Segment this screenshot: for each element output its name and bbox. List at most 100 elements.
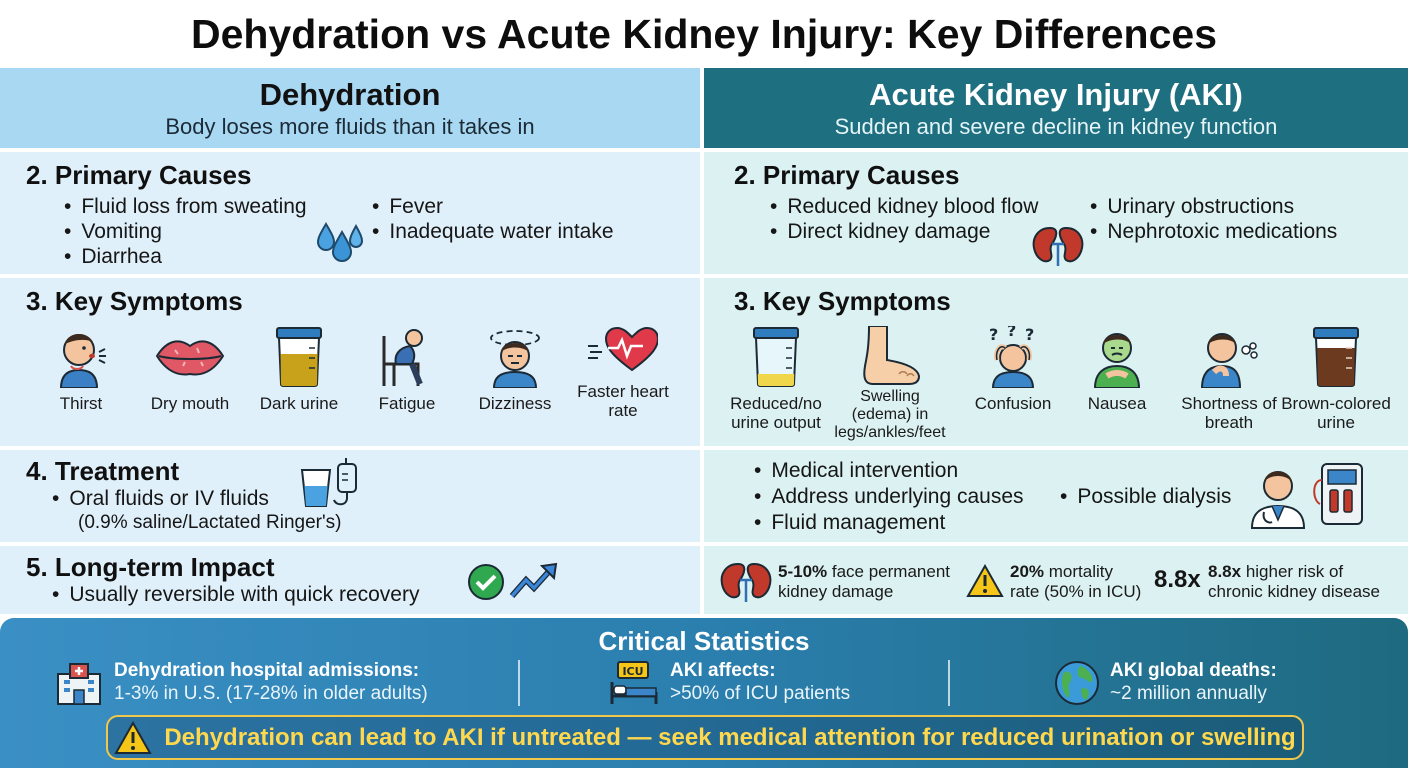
aki-treatment-list-1: Medical intervention Address underlying … <box>754 458 1024 536</box>
symptom-dry-mouth: Dry mouth <box>135 326 245 413</box>
aki-symptoms-title: 3. Key Symptoms <box>734 286 951 316</box>
thirst-icon <box>59 333 106 388</box>
aki-impact-mortality: 20% mortality rate (50% in ICU) <box>1010 562 1141 602</box>
stat-bold: 8.8x <box>1208 562 1242 581</box>
symptom-swelling: Swelling (edema) in legs/ankles/feet <box>834 326 946 442</box>
symptom-label: Confusion <box>974 394 1052 413</box>
dehydration-treatment-list: Oral fluids or IV fluids <box>52 486 269 511</box>
globe-icon <box>1055 661 1099 705</box>
list-item: Reduced kidney blood flow <box>770 194 1038 219</box>
symptom-breath: Shortness of breath <box>1174 326 1284 432</box>
hospital-icon <box>57 663 101 705</box>
nausea-icon <box>1093 333 1141 388</box>
aki-impact-permanent-damage: 5-10% face permanent kidney damage <box>778 562 950 602</box>
breath-icon <box>1200 333 1258 388</box>
symptom-dizziness: Dizziness <box>460 326 570 413</box>
symptom-nausea: Nausea <box>1062 326 1172 413</box>
dehydration-impact-title: 5. Long-term Impact <box>26 552 275 582</box>
symptom-low-urine: Reduced/no urine output <box>720 326 832 432</box>
symptom-label: Fatigue <box>378 394 436 413</box>
dehydration-heading: Dehydration <box>259 77 441 112</box>
critical-statistics-title: Critical Statistics <box>598 626 810 656</box>
stat-value: >50% of ICU patients <box>670 683 851 704</box>
stat-heading: AKI affects: <box>670 660 776 681</box>
symptom-label: Shortness of breath <box>1181 394 1277 432</box>
symptom-label: Dizziness <box>478 394 552 413</box>
iv-fluids-icon <box>300 458 357 507</box>
symptom-label: Reduced/no urine output <box>730 394 822 432</box>
stat-divider <box>948 660 950 706</box>
symptom-label: Brown-colored urine <box>1281 394 1391 432</box>
dehydration-treatment-title: 4. Treatment <box>26 456 180 486</box>
stat-text: rate (50% in ICU) <box>1010 582 1142 601</box>
doctor-dialysis-icon <box>1250 463 1363 529</box>
symptom-label: Thirst <box>59 394 103 413</box>
list-item: Nephrotoxic medications <box>1090 219 1337 244</box>
aki-treatment-list-2: Possible dialysis <box>1060 484 1231 509</box>
warning-banner: Dehydration can lead to AKI if untreated… <box>106 715 1304 760</box>
dehydration-causes-list-1: Fluid loss from sweating Vomiting Diarrh… <box>64 194 307 269</box>
dehydration-causes-panel: 2. Primary Causes Fluid loss from sweati… <box>0 152 700 274</box>
swollen-foot-icon <box>863 326 921 385</box>
low-urine-icon <box>753 327 799 387</box>
stat-value: ~2 million annually <box>1110 683 1267 704</box>
symptom-label: Faster heart rate <box>577 382 669 420</box>
aki-header: Acute Kidney Injury (AKI) Sudden and sev… <box>704 68 1408 148</box>
aki-symptoms-panel: 3. Key Symptoms Reduced/no urine output … <box>704 278 1408 446</box>
list-item: Vomiting <box>64 219 307 244</box>
stat-aki-deaths: AKI global deaths: ~2 million annually <box>1110 660 1277 706</box>
list-item: Fluid loss from sweating <box>64 194 306 219</box>
warning-icon <box>114 720 153 754</box>
water-drops-icon <box>316 222 364 262</box>
dehydration-subheading: Body loses more fluids than it takes in <box>165 114 535 139</box>
stat-divider <box>518 660 520 706</box>
dehydration-impact-list: Usually reversible with quick recovery <box>52 582 419 607</box>
dehydration-treatment-panel: 4. Treatment Oral fluids or IV fluids (0… <box>0 450 700 542</box>
dehydration-header: Dehydration Body loses more fluids than … <box>0 68 700 148</box>
stat-bold: 20% <box>1010 562 1045 581</box>
page-title: Dehydration vs Acute Kidney Injury: Key … <box>190 10 1218 57</box>
symptom-thirst: Thirst <box>26 326 136 413</box>
list-item: Fever <box>372 194 614 219</box>
list-item: Diarrhea <box>64 244 307 269</box>
aki-subheading: Sudden and severe decline in kidney func… <box>834 114 1278 139</box>
list-item: Medical intervention <box>754 458 1024 484</box>
stat-text: mortality <box>1044 562 1113 581</box>
warning-triangle-icon <box>966 564 1004 597</box>
svg-text:?: ? <box>1025 326 1034 344</box>
stat-text: higher risk of <box>1241 562 1344 581</box>
list-item: Usually reversible with quick recovery <box>52 582 419 607</box>
stat-heading: AKI global deaths: <box>1110 660 1277 681</box>
aki-causes-title: 2. Primary Causes <box>734 160 960 190</box>
dehydration-impact-panel: 5. Long-term Impact Usually reversible w… <box>0 546 700 614</box>
critical-statistics-panel: Critical Statistics Dehydration hospital… <box>0 618 1408 768</box>
stat-text: chronic kidney disease <box>1208 582 1380 601</box>
symptom-label: Dark urine <box>259 394 339 413</box>
list-item: Urinary obstructions <box>1090 194 1337 219</box>
symptom-label: Nausea <box>1087 394 1147 413</box>
svg-text:?: ? <box>1007 326 1016 340</box>
stat-aki-icu: AKI affects: >50% of ICU patients <box>670 660 850 706</box>
kidneys-damage-icon <box>720 562 772 602</box>
fatigue-icon <box>382 329 423 386</box>
icu-tag: ICU <box>622 665 643 678</box>
aki-treatment-panel: Medical intervention Address underlying … <box>704 450 1408 542</box>
aki-impact-panel: 5-10% face permanent kidney damage 20% m… <box>704 546 1408 614</box>
dry-mouth-icon <box>155 340 225 376</box>
stat-text: kidney damage <box>778 582 894 601</box>
aki-causes-list-1: Reduced kidney blood flow Direct kidney … <box>770 194 1038 244</box>
aki-risk-multiplier: 8.8x <box>1154 566 1201 593</box>
list-item: Possible dialysis <box>1060 484 1231 509</box>
symptom-dark-urine: Dark urine <box>244 326 354 413</box>
recovery-trend-icon <box>468 562 558 600</box>
dehydration-causes-title: 2. Primary Causes <box>26 160 252 190</box>
aki-impact-ckd-risk: 8.8x higher risk of chronic kidney disea… <box>1208 562 1380 602</box>
treatment-note: (0.9% saline/Lactated Ringer's) <box>78 512 342 533</box>
list-item: Inadequate water intake <box>372 219 613 244</box>
warning-text: Dehydration can lead to AKI if untreated… <box>164 723 1296 751</box>
dehydration-symptoms-panel: 3. Key Symptoms Thirst <box>0 278 700 446</box>
svg-text:?: ? <box>989 326 998 344</box>
dark-urine-icon <box>276 327 322 387</box>
symptom-heart-rate: Faster heart rate <box>568 326 678 420</box>
heart-rate-icon <box>588 326 658 372</box>
